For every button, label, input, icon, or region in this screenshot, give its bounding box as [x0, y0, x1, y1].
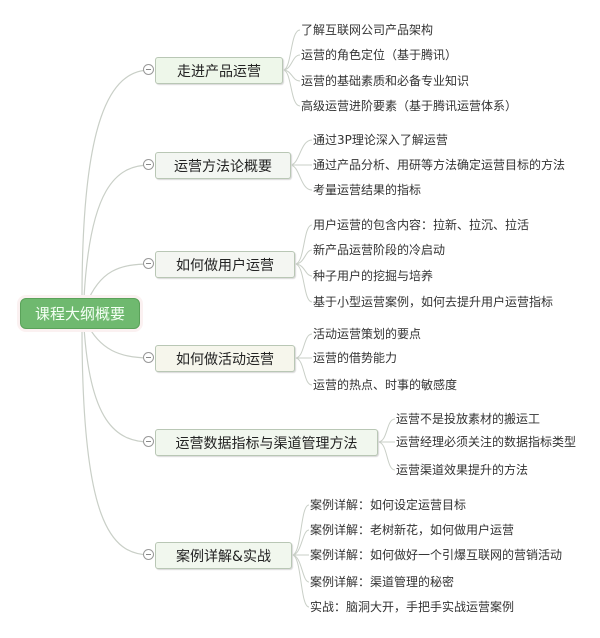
leaf-item[interactable]: 运营的角色定位（基于腾讯） — [301, 48, 458, 62]
leaf-item[interactable]: 基于小型运营案例，如何去提升用户运营指标 — [313, 295, 554, 309]
leaf-item[interactable]: 运营渠道效果提升的方法 — [396, 463, 529, 477]
leaf-item[interactable]: 了解互联网公司产品架构 — [301, 23, 434, 37]
leaf-item[interactable]: 案例详解：如何设定运营目标 — [310, 498, 467, 512]
leaf-item[interactable]: 新产品运营阶段的冷启动 — [313, 243, 446, 257]
leaf-item[interactable]: 种子用户的挖掘与培养 — [313, 269, 434, 283]
collapse-toggle-icon[interactable] — [143, 64, 154, 75]
collapse-toggle-icon[interactable] — [143, 436, 154, 447]
leaf-item[interactable]: 运营的热点、时事的敏感度 — [313, 378, 458, 392]
leaf-item[interactable]: 案例详解：老树新花，如何做用户运营 — [310, 523, 515, 537]
leaf-item[interactable]: 考量运营结果的指标 — [313, 183, 422, 197]
collapse-toggle-icon[interactable] — [143, 159, 154, 170]
branch-label: 运营数据指标与渠道管理方法 — [175, 435, 358, 452]
root-node[interactable]: 课程大纲概要 — [20, 298, 140, 329]
root-label: 课程大纲概要 — [34, 305, 125, 323]
collapse-toggle-icon[interactable] — [143, 549, 154, 560]
branch-label: 运营方法论概要 — [174, 158, 272, 175]
leaf-item[interactable]: 运营的借势能力 — [313, 351, 398, 365]
branch-label: 走进产品运营 — [177, 63, 261, 80]
branch-node[interactable]: 运营方法论概要 — [155, 152, 291, 179]
leaf-item[interactable]: 通过产品分析、用研等方法确定运营目标的方法 — [313, 158, 566, 172]
leaf-item[interactable]: 实战：脑洞大开，手把手实战运营案例 — [310, 600, 515, 614]
branch-label: 案例详解&实战 — [176, 548, 271, 565]
leaf-item[interactable]: 用户运营的包含内容：拉新、拉沉、拉活 — [313, 218, 530, 232]
leaf-item[interactable]: 运营的基础素质和必备专业知识 — [301, 74, 470, 88]
leaf-item[interactable]: 运营不是投放素材的搬运工 — [396, 412, 541, 426]
branch-node[interactable]: 案例详解&实战 — [155, 542, 292, 569]
collapse-toggle-icon[interactable] — [143, 258, 154, 269]
branch-node[interactable]: 如何做活动运营 — [155, 345, 295, 372]
leaf-item[interactable]: 高级运营进阶要素（基于腾讯运营体系） — [301, 99, 518, 113]
branch-node[interactable]: 运营数据指标与渠道管理方法 — [155, 429, 378, 456]
leaf-item[interactable]: 案例详解：渠道管理的秘密 — [310, 575, 455, 589]
leaf-item[interactable]: 运营经理必须关注的数据指标类型 — [396, 435, 577, 449]
collapse-toggle-icon[interactable] — [143, 352, 154, 363]
leaf-item[interactable]: 案例详解：如何做好一个引爆互联网的营销活动 — [310, 548, 563, 562]
leaf-item[interactable]: 活动运营策划的要点 — [313, 327, 422, 341]
branch-label: 如何做活动运营 — [176, 351, 274, 368]
branch-label: 如何做用户运营 — [176, 257, 274, 274]
branch-node[interactable]: 走进产品运营 — [155, 57, 283, 84]
leaf-item[interactable]: 通过3P理论深入了解运营 — [313, 133, 448, 147]
branch-node[interactable]: 如何做用户运营 — [155, 251, 295, 278]
